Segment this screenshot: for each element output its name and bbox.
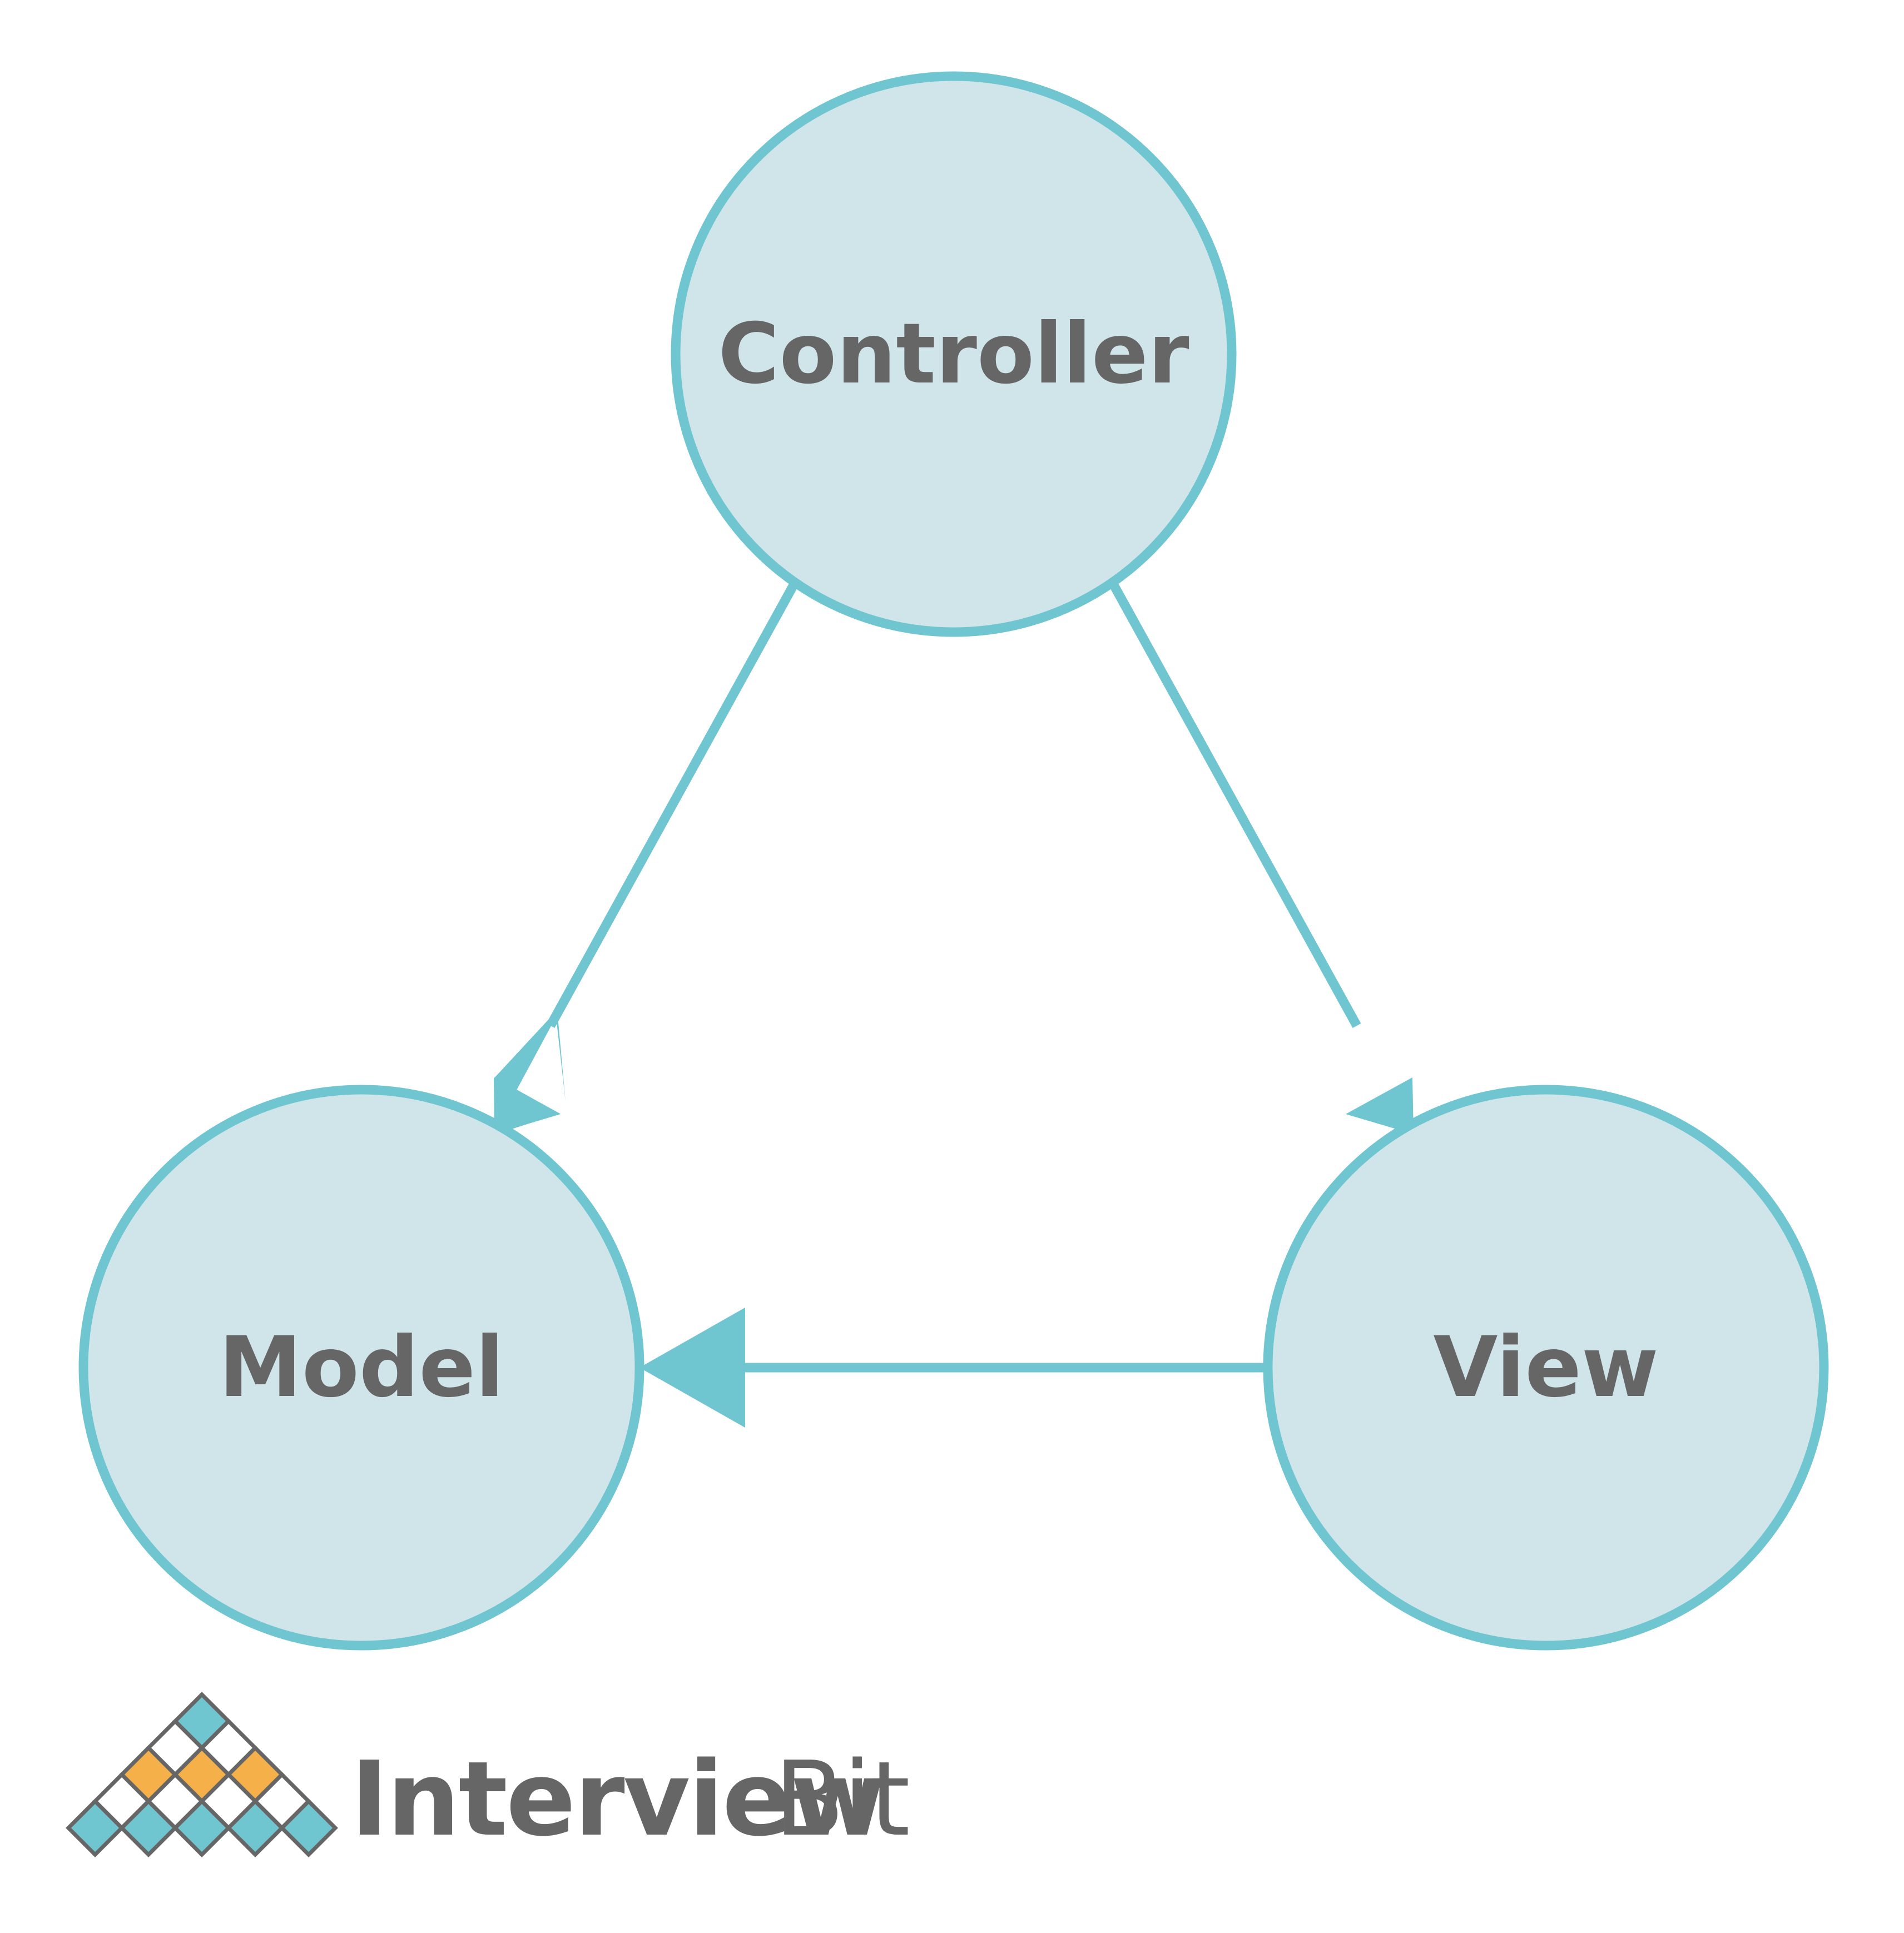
node-view-circle: [1263, 1085, 1829, 1651]
edge-controller-to-view[interactable]: [1108, 579, 1414, 1134]
edge-view-to-model-arrowhead: [639, 1308, 745, 1428]
node-model-label: Model: [219, 1319, 504, 1416]
node-controller[interactable]: Controller: [671, 71, 1237, 637]
node-controller-circle: [671, 71, 1237, 637]
edge-controller-to-model-arrow-wing: [494, 1077, 560, 1135]
node-model[interactable]: Model: [78, 1085, 644, 1651]
edge-controller-to-view-arrow-triangle: [1346, 1077, 1414, 1134]
edge-controller-to-model[interactable]: [494, 579, 800, 1135]
edge-controller-to-model-line: [546, 579, 800, 1028]
logo-wordmark-interview: Interview: [350, 1739, 884, 1859]
edge-controller-to-view-line: [1108, 579, 1361, 1028]
node-model-circle: [78, 1085, 644, 1651]
node-view-label: View: [1433, 1319, 1658, 1416]
interviewbit-logo[interactable]: Interview Bit: [66, 1692, 910, 1859]
node-controller-label: Controller: [718, 306, 1189, 402]
logo-diamond-r5c2: [119, 1798, 178, 1857]
logo-diamond-r5c1: [66, 1798, 125, 1857]
logo-diamond-r5c4: [226, 1798, 285, 1857]
edge-view-to-model[interactable]: [639, 1308, 1268, 1428]
interviewbit-pyramid-mark: [66, 1692, 338, 1857]
logo-wordmark-bit: Bit: [774, 1739, 909, 1859]
node-view[interactable]: View: [1263, 1085, 1829, 1651]
logo-diamond-r5c5: [279, 1798, 338, 1857]
nodes-layer: Controller Model View: [78, 71, 1829, 1651]
edges-layer: [494, 579, 1414, 1428]
logo-diamond-r5c3: [172, 1798, 231, 1857]
